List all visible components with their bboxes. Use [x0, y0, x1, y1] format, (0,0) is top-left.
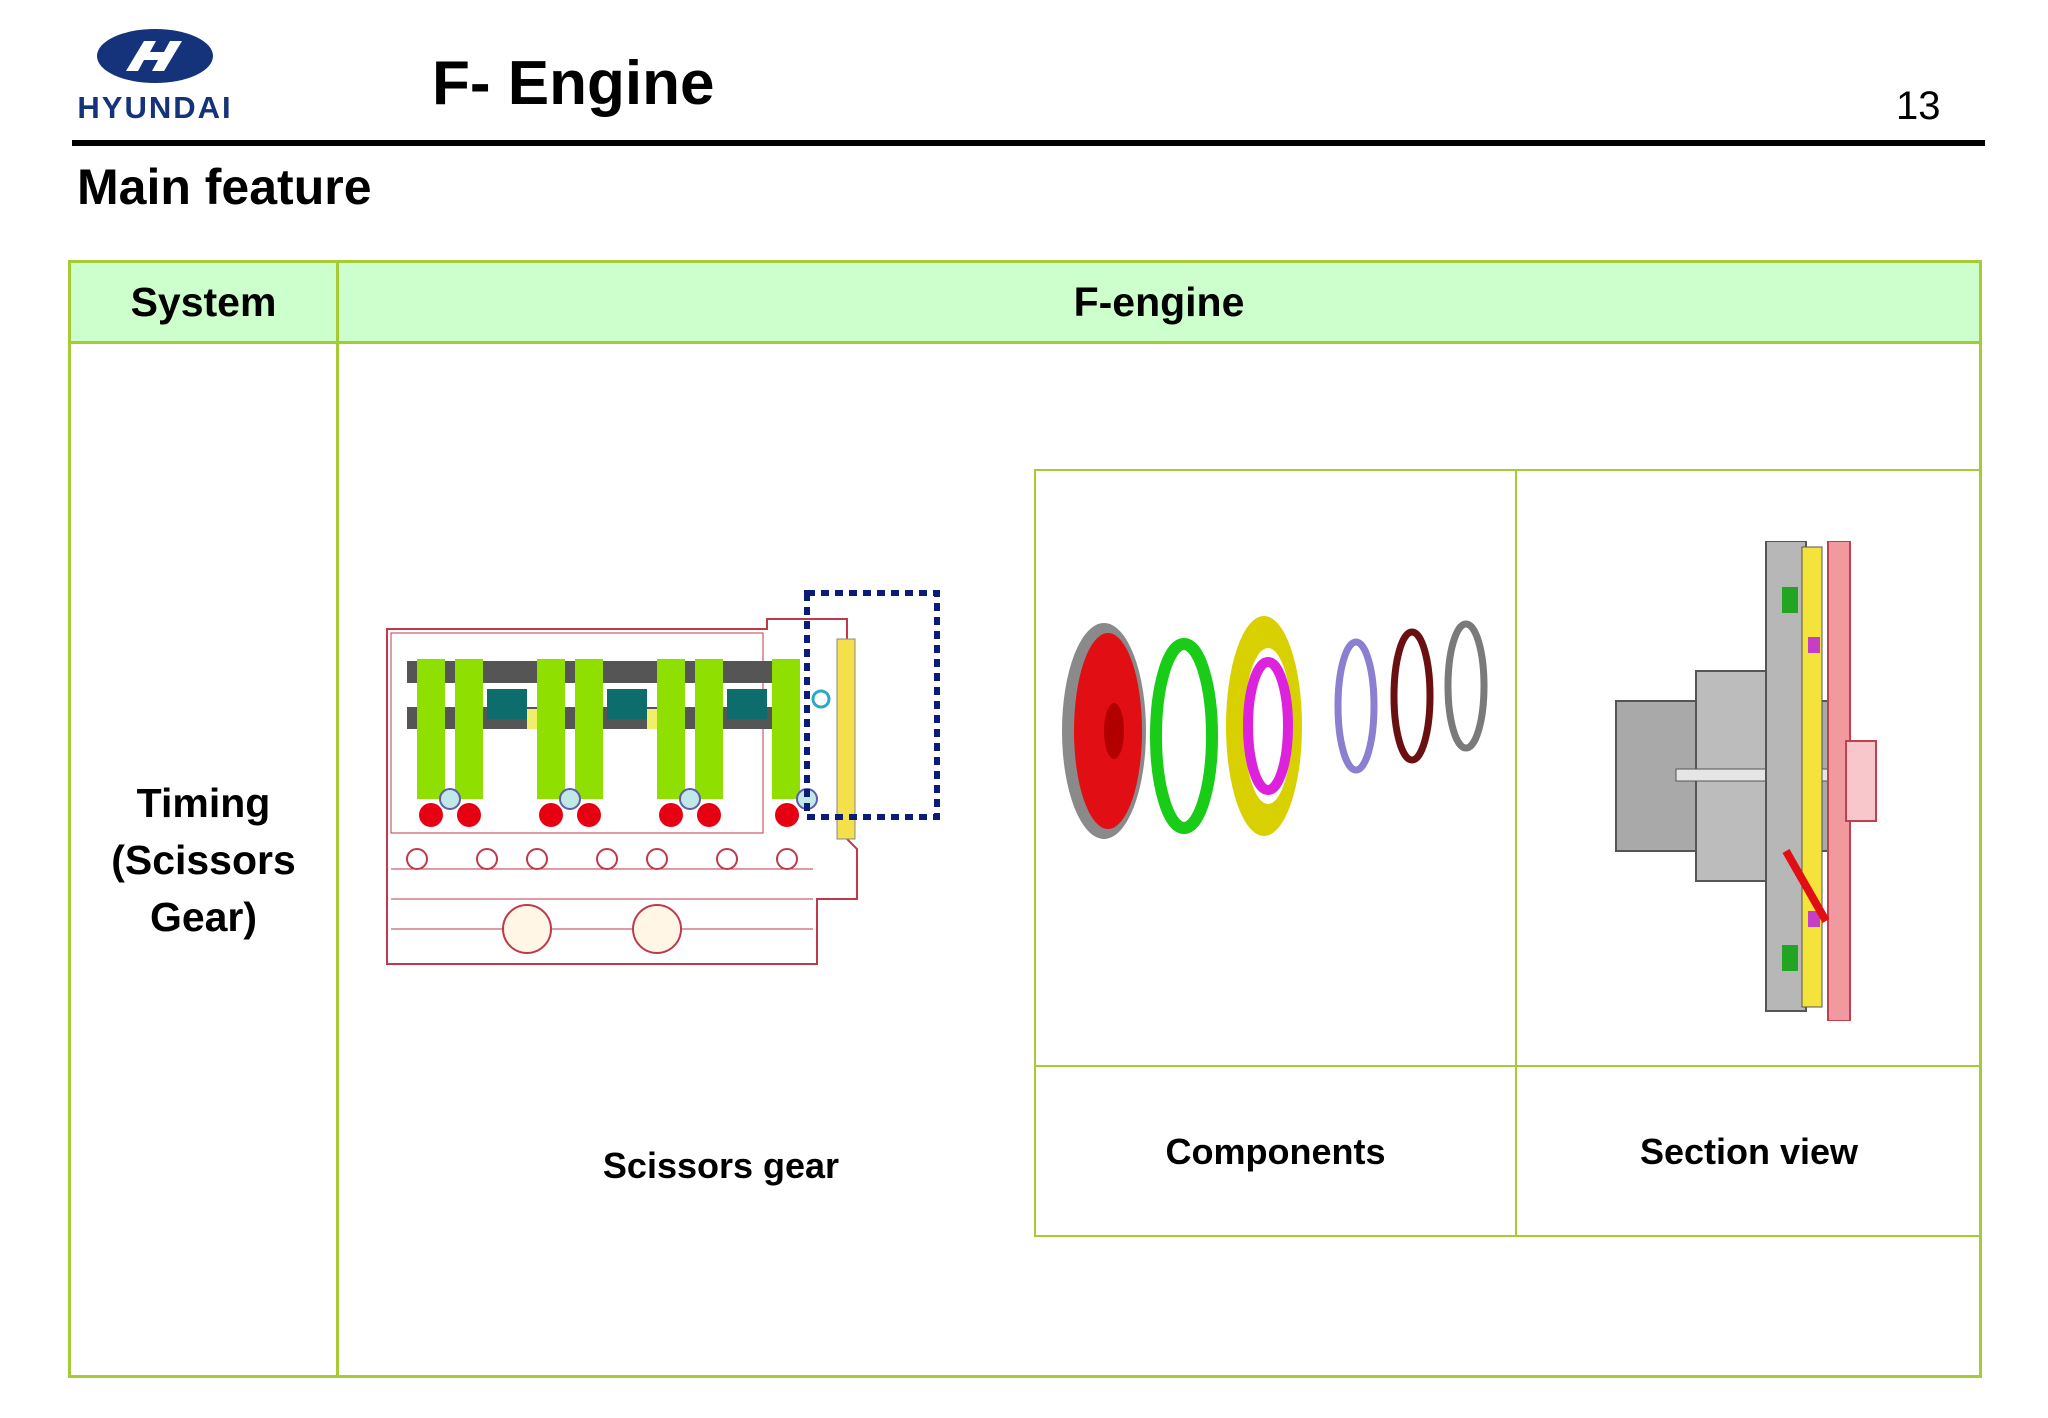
system-label-line: Timing: [136, 780, 271, 826]
system-label-line: (Scissors: [111, 837, 296, 883]
system-label-line: Gear): [149, 894, 258, 940]
gear-components-icon: [1062, 616, 1488, 839]
column-divider: [336, 263, 339, 1375]
detail-column-divider: [1515, 471, 1517, 1237]
hyundai-logo-icon: [97, 29, 213, 83]
components-drawing: [1056, 611, 1496, 891]
caption-section-view: Section view: [1639, 1131, 1859, 1172]
section-view-drawing: [1596, 540, 1896, 1022]
feature-table: System F-engine Timing (Scissors Gear): [68, 260, 1982, 1378]
detail-table: Components Section view: [1034, 469, 1981, 1237]
cylinder-head-drawing: [377, 569, 1077, 969]
header-f-engine: F-engine: [1073, 278, 1245, 325]
detail-row-divider: [1036, 1065, 1981, 1067]
caption-components: Components: [1165, 1131, 1386, 1172]
section-view-icon: [1615, 540, 1877, 1022]
caption-scissors-gear: Scissors gear: [602, 1145, 840, 1186]
page-title: F- Engine: [432, 49, 715, 118]
hyundai-logo: HYUNDAI: [70, 26, 240, 126]
section-title: Main feature: [77, 159, 372, 215]
cylinder-head-drawing-icon: [386, 590, 940, 965]
header-divider: [72, 140, 1985, 146]
page-number: 13: [1896, 84, 1941, 128]
table-header-row: [71, 263, 1979, 344]
header-system: System: [130, 278, 277, 325]
brand-text: HYUNDAI: [77, 90, 233, 125]
system-label: Timing (Scissors Gear): [71, 775, 336, 946]
